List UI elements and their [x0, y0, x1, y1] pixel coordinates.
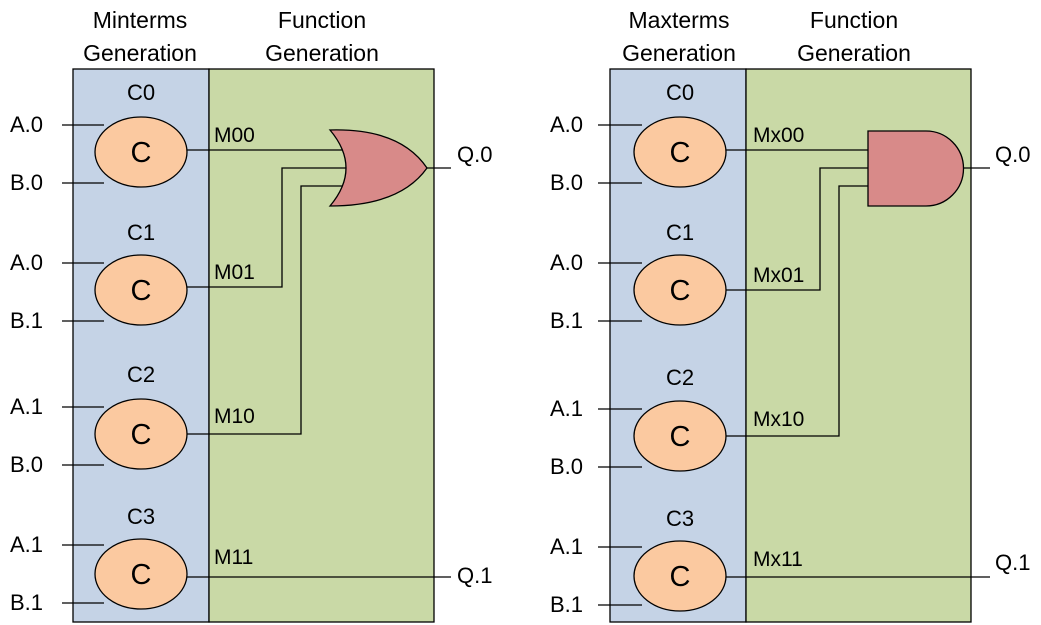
input-label-b: B.1 — [10, 590, 43, 615]
cell-c3: C3 A.1 B.1 C Mx11 — [550, 506, 803, 617]
input-label-a: A.0 — [10, 112, 43, 137]
input-label-a: A.0 — [10, 250, 43, 275]
and-gate — [867, 130, 965, 207]
function-header-left-line1: Function — [278, 7, 366, 33]
c-cell — [94, 538, 188, 610]
cell-name-label: C1 — [666, 220, 694, 245]
input-label-a: A.1 — [550, 396, 583, 421]
cell-symbol: C — [670, 421, 691, 453]
cell-name-label: C3 — [666, 506, 694, 531]
cell-symbol: C — [670, 275, 691, 307]
output-label-q0: Q.0 — [995, 142, 1030, 167]
minterms-header-line2: Generation — [83, 40, 197, 66]
maxterm-signal-label: Mx10 — [753, 408, 804, 431]
wire-m10-to-or — [187, 185, 342, 435]
cell-name-label: C3 — [127, 504, 155, 529]
c-cell — [633, 540, 727, 612]
function-header-right-line2: Generation — [797, 40, 911, 66]
minterm-signal-label: M10 — [214, 405, 255, 428]
input-label-b: B.0 — [550, 454, 583, 479]
input-label-a: A.1 — [550, 534, 583, 559]
cell-name-label: C1 — [127, 220, 155, 245]
cell-c1: C1 A.0 B.1 C M01 — [10, 220, 255, 333]
input-label-b: B.0 — [550, 170, 583, 195]
cell-name-label: C0 — [666, 80, 694, 105]
output-label-q0: Q.0 — [457, 142, 492, 167]
cell-symbol: C — [131, 137, 152, 169]
maxterms-header-line1: Maxterms — [629, 7, 730, 33]
minterms-header-line1: Minterms — [93, 7, 188, 33]
cell-c0: C0 A.0 B.0 C Mx00 — [550, 80, 804, 195]
maxterms-header-line2: Generation — [622, 40, 736, 66]
cell-name-label: C2 — [127, 362, 155, 387]
maxterm-signal-label: Mx01 — [753, 264, 804, 287]
wire-mx10-to-and — [726, 185, 868, 437]
input-label-b: B.0 — [10, 452, 43, 477]
input-label-b: B.1 — [550, 308, 583, 333]
minterm-signal-label: M00 — [214, 124, 255, 147]
cell-c1: C1 A.0 B.1 C Mx01 — [550, 220, 804, 333]
or-gate — [328, 129, 428, 207]
cell-name-label: C0 — [127, 80, 155, 105]
input-label-b: B.1 — [10, 308, 43, 333]
minterm-signal-label: M11 — [214, 546, 253, 569]
input-label-a: A.1 — [10, 394, 43, 419]
function-header-left-line2: Generation — [265, 40, 379, 66]
input-label-a: A.1 — [10, 532, 43, 557]
cell-c0: C0 A.0 B.0 C M00 — [10, 80, 255, 195]
cell-symbol: C — [670, 561, 691, 593]
wire-mx01-to-and — [726, 167, 868, 291]
output-label-q1: Q.1 — [457, 563, 492, 588]
input-label-b: B.0 — [10, 170, 43, 195]
cell-symbol: C — [131, 419, 152, 451]
input-label-a: A.0 — [550, 112, 583, 137]
minterm-signal-label: M01 — [214, 261, 255, 284]
c-cell — [633, 116, 727, 188]
cell-c3: C3 A.1 B.1 C M11 — [10, 504, 253, 615]
function-header-right-line1: Function — [810, 7, 898, 33]
maxterms-diagram: Maxterms Generation Function Generation … — [550, 7, 1030, 623]
maxterm-signal-label: Mx11 — [753, 548, 803, 571]
output-label-q1: Q.1 — [995, 550, 1030, 575]
cell-symbol: C — [131, 559, 152, 591]
cell-symbol: C — [131, 275, 152, 307]
input-label-b: B.1 — [550, 592, 583, 617]
maxterm-signal-label: Mx00 — [753, 124, 804, 147]
wire-m01-to-or — [187, 167, 348, 288]
c-cell — [94, 254, 188, 326]
cell-c2: C2 A.1 B.0 C M10 — [10, 362, 255, 477]
input-label-a: A.0 — [550, 250, 583, 275]
cell-symbol: C — [670, 137, 691, 169]
cell-name-label: C2 — [666, 365, 694, 390]
minterms-diagram: Minterms Generation Function Generation … — [10, 7, 492, 623]
c-cell — [94, 116, 188, 188]
